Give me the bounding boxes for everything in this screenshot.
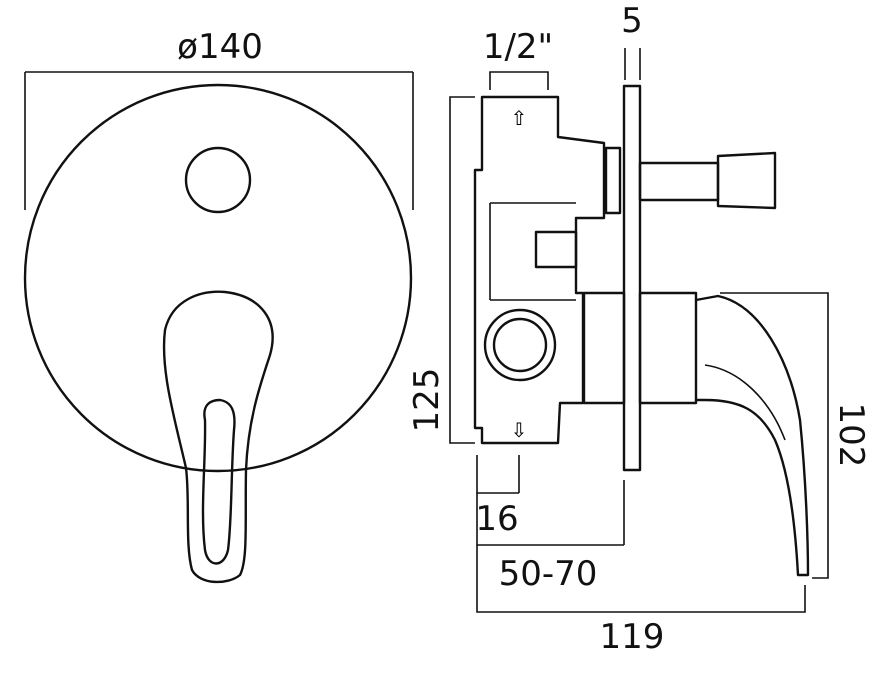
valve-cartridge — [489, 202, 576, 301]
flow-up-arrow-icon: ⇧ — [511, 106, 528, 130]
plate-thickness-label: 5 — [621, 1, 643, 41]
lever-hub-front — [638, 291, 698, 405]
thread-dimension-line — [489, 71, 549, 90]
lever-handle-side — [694, 294, 810, 577]
outlet-ring-inner — [492, 317, 548, 373]
diverter-spindle — [638, 161, 720, 202]
threaded-collar — [604, 146, 622, 215]
lever-height-dimension-line — [720, 292, 829, 579]
flow-down-arrow-icon: ⇩ — [511, 418, 528, 442]
projection-dimension-line — [476, 545, 806, 613]
cover-plate-circle — [23, 83, 413, 473]
lever-handle-front — [162, 290, 274, 584]
outlet-offset-label: 16 — [475, 499, 518, 539]
side-view: ⇧ ⇩ 1/2" 5 125 16 50-70 119 102 — [407, 1, 871, 657]
diverter-knob-circle — [184, 146, 252, 214]
lever-contour-line — [704, 364, 786, 441]
diameter-dimension-line — [24, 71, 414, 210]
valve-stem-block — [534, 230, 578, 269]
lever-grip-front — [201, 398, 236, 565]
projection-label: 119 — [600, 617, 665, 657]
body-height-label: 125 — [407, 368, 447, 433]
lever-hub-rear — [582, 291, 626, 405]
body-height-dimension-line — [449, 96, 475, 444]
outlet-ring-outer — [483, 308, 557, 382]
thread-label: 1/2" — [483, 27, 553, 67]
wall-depth-label: 50-70 — [499, 554, 598, 594]
diameter-label: ø140 — [177, 27, 263, 67]
lever-height-label: 102 — [831, 403, 871, 468]
cover-plate-side — [622, 84, 642, 472]
outlet-offset-dimension-line — [476, 455, 520, 494]
diverter-knob-side — [716, 151, 777, 210]
front-view: ø140 — [23, 27, 414, 584]
plate-thickness-dimension-line — [624, 48, 641, 80]
